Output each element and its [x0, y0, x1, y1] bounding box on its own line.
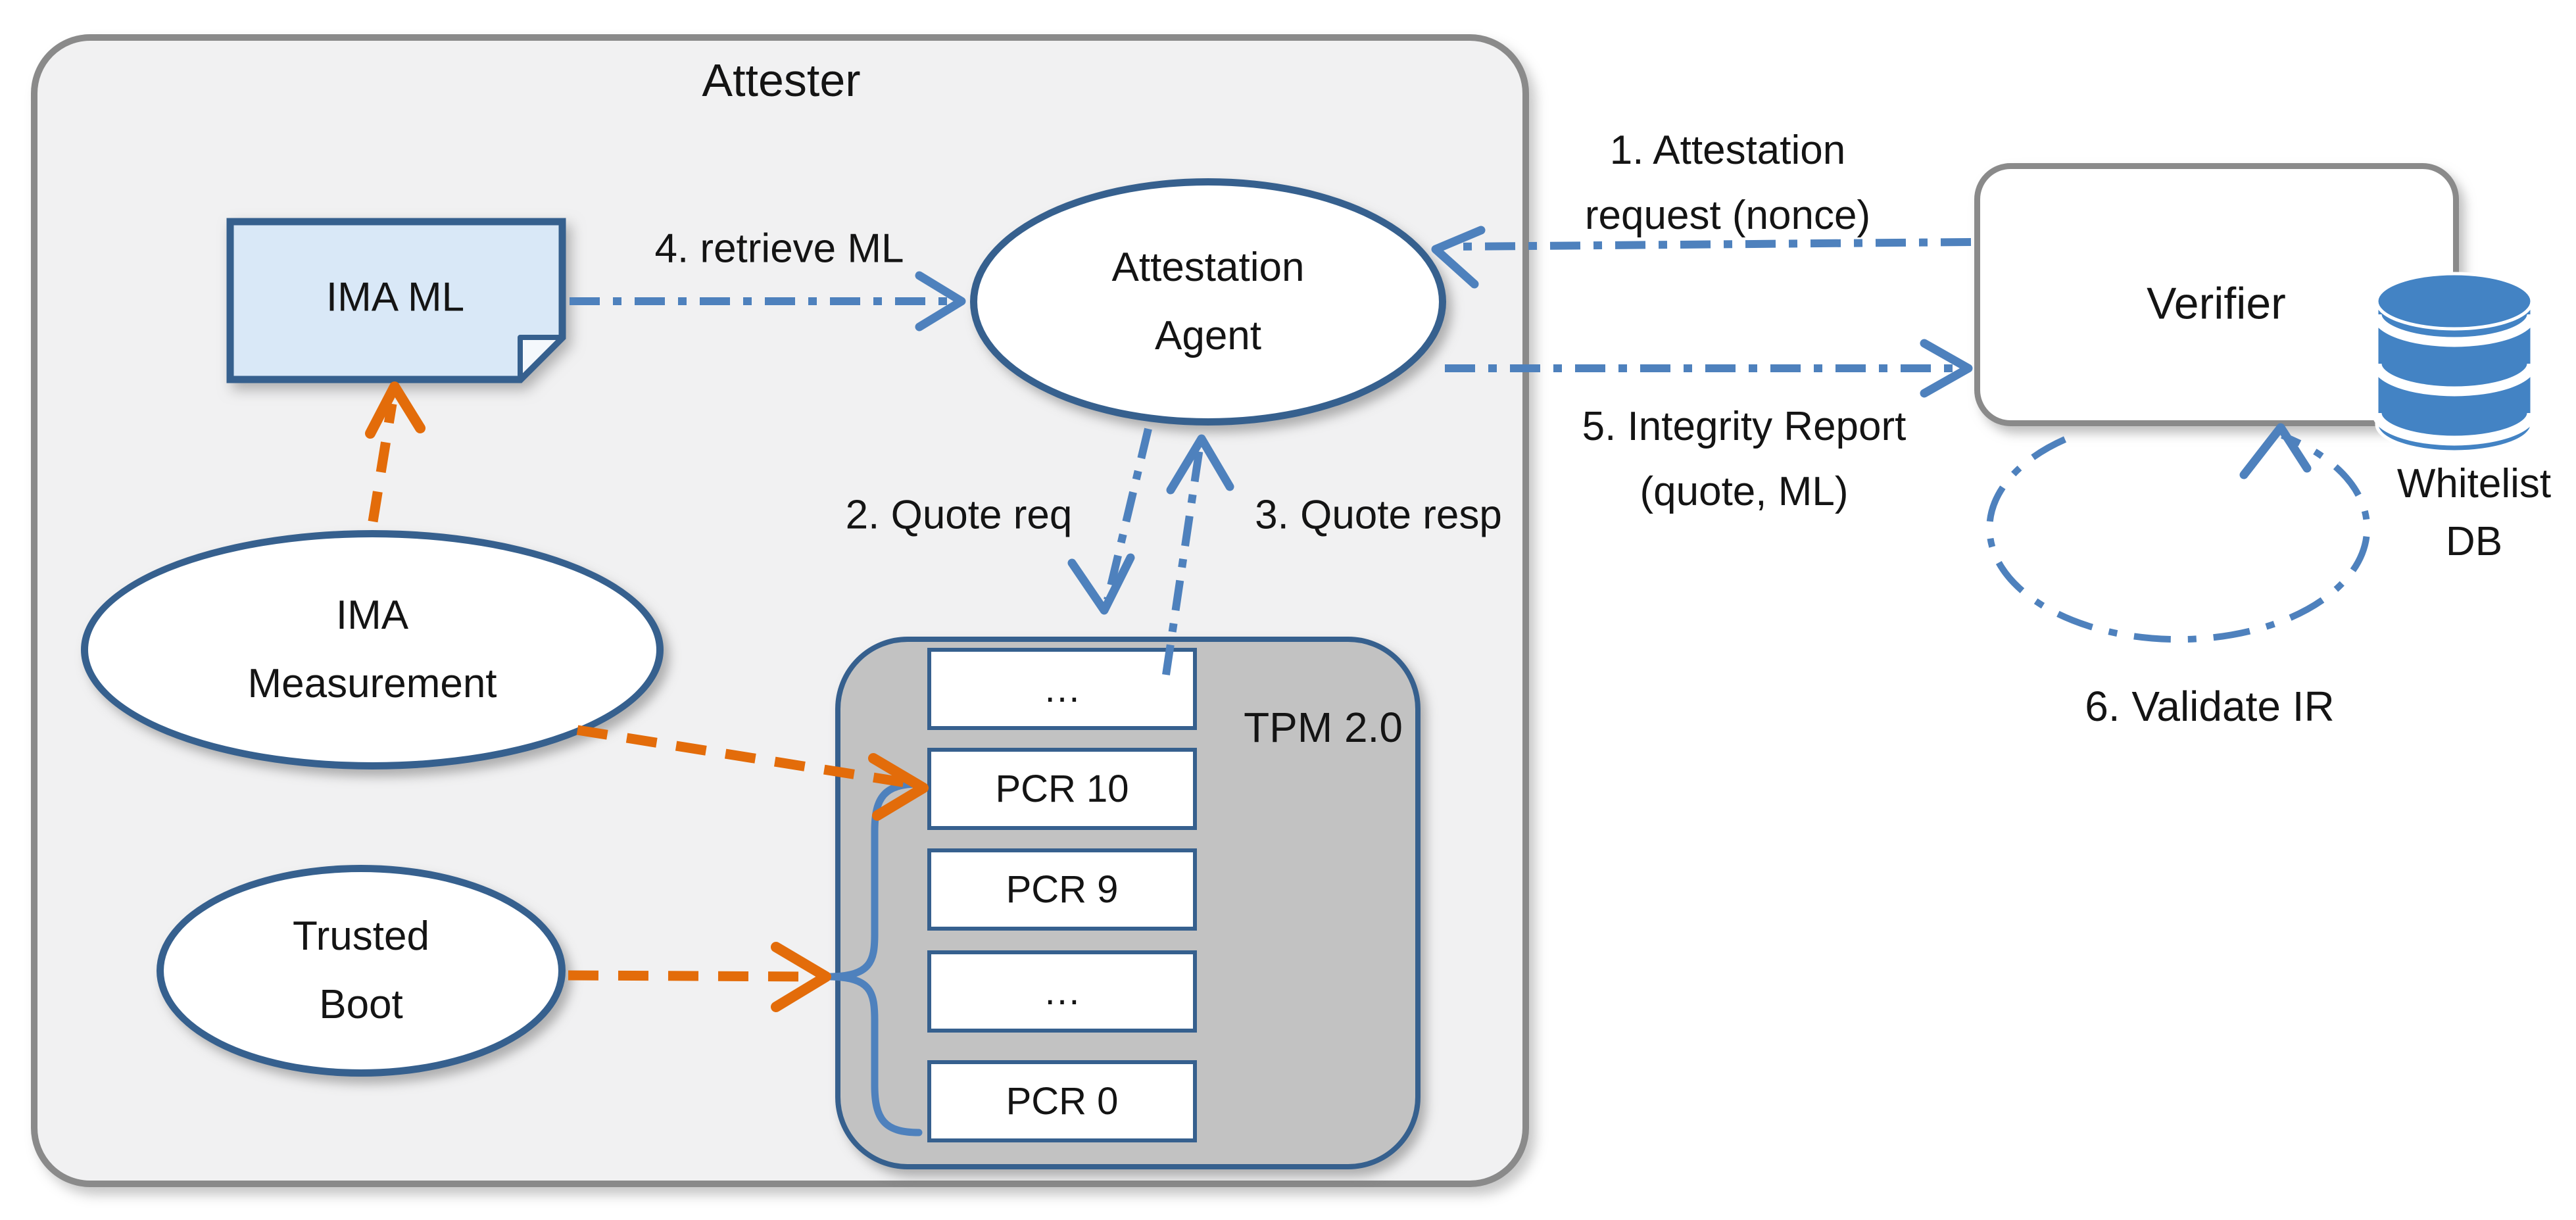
attestation-agent-node: Attestation Agent — [970, 178, 1446, 426]
tpm-label: TPM 2.0 — [1244, 703, 1403, 751]
pcr-register-10: PCR 10 — [927, 748, 1197, 830]
arrow-validate-ir-loop — [1986, 423, 2371, 643]
ima-measurement-label-line1: IMA — [335, 592, 409, 638]
verifier-label: Verifier — [2147, 278, 2286, 329]
pcr-register-top-ellipsis: … — [927, 648, 1197, 730]
whitelist-db-line2: DB — [2445, 519, 2503, 564]
attester-title: Attester — [702, 55, 861, 106]
ima-measurement-label-line2: Measurement — [247, 661, 497, 706]
attestation-request-line1: 1. Attestation — [1609, 127, 1846, 173]
integrity-report-flow-label: 5. Integrity Report (quote, ML) — [1582, 394, 1907, 524]
quote-req-flow-label: 2. Quote req — [845, 492, 1073, 538]
attestation-agent-label-line1: Attestation — [1111, 244, 1305, 290]
ima-measurement-node: IMA Measurement — [81, 530, 664, 769]
pcr-register-9: PCR 9 — [927, 848, 1197, 931]
integrity-report-line2: (quote, ML) — [1640, 469, 1849, 514]
quote-resp-flow-label: 3. Quote resp — [1255, 492, 1502, 538]
trusted-boot-label-line1: Trusted — [293, 913, 429, 959]
integrity-report-line1: 5. Integrity Report — [1582, 403, 1907, 449]
attestation-request-flow-label: 1. Attestation request (nonce) — [1585, 118, 1870, 248]
whitelist-db-line1: Whitelist — [2396, 460, 2552, 506]
trusted-boot-node: Trusted Boot — [157, 865, 566, 1077]
ima-ml-label: IMA ML — [326, 274, 465, 320]
attestation-agent-label-line2: Agent — [1154, 313, 1262, 358]
trusted-boot-label-line2: Boot — [319, 982, 403, 1027]
attestation-request-line2: request (nonce) — [1584, 193, 1871, 238]
pcr-register-mid-ellipsis: … — [927, 950, 1197, 1033]
whitelist-db-label: Whitelist DB — [2397, 455, 2551, 571]
pcr-register-0: PCR 0 — [927, 1060, 1197, 1142]
validate-ir-flow-label: 6. Validate IR — [2085, 682, 2335, 730]
retrieve-ml-flow-label: 4. retrieve ML — [654, 226, 904, 272]
